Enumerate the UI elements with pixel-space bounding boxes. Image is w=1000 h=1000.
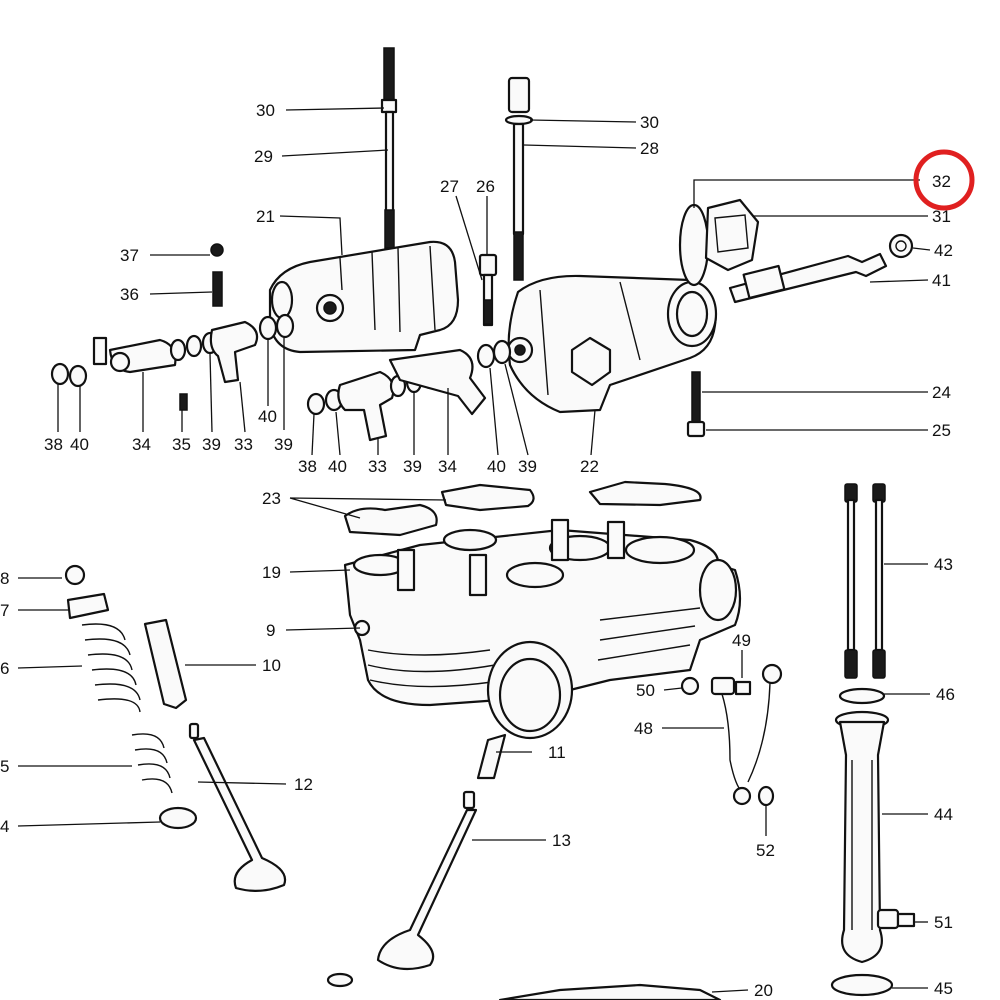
tube-44 xyxy=(830,687,916,997)
callout-23: 23 xyxy=(262,489,281,508)
shaft-41 xyxy=(728,233,914,304)
valve-parts xyxy=(64,564,478,988)
push-rods-43 xyxy=(844,483,886,679)
callout-31: 31 xyxy=(932,207,951,226)
callout-11: 11 xyxy=(548,743,566,762)
rocker-bracket-21 xyxy=(268,240,460,354)
stud-24 xyxy=(686,371,706,438)
callout-4: 4 xyxy=(0,817,9,836)
bolt-26 xyxy=(478,253,498,327)
highlight-ring xyxy=(913,149,975,211)
callout-35: 35 xyxy=(172,435,191,454)
callout-8: 8 xyxy=(0,569,9,588)
callout-20: 20 xyxy=(754,981,773,1000)
callout-24: 24 xyxy=(932,383,951,402)
gasket-20 xyxy=(498,983,722,1000)
callout-labels: 30 29 21 37 36 38 40 34 35 39 33 40 39 2… xyxy=(0,101,955,1000)
callout-38-right: 38 xyxy=(298,457,317,476)
pipe-48 xyxy=(680,663,783,807)
callout-40-far: 40 xyxy=(487,457,506,476)
callout-30-left: 30 xyxy=(256,101,275,120)
callout-29: 29 xyxy=(254,147,273,166)
callout-41: 41 xyxy=(932,271,951,290)
leader-lines xyxy=(17,107,931,993)
callout-46: 46 xyxy=(936,685,955,704)
callout-27: 27 xyxy=(440,177,459,196)
callout-6: 6 xyxy=(0,659,9,678)
callout-25: 25 xyxy=(932,421,951,440)
callout-26: 26 xyxy=(476,177,495,196)
callout-40-left: 40 xyxy=(70,435,89,454)
callout-28: 28 xyxy=(640,139,659,158)
callout-21: 21 xyxy=(256,207,275,226)
callout-50: 50 xyxy=(636,681,655,700)
long-stud-28 xyxy=(504,76,534,281)
callout-39-mid: 39 xyxy=(274,435,293,454)
long-stud-29 xyxy=(380,47,398,249)
callout-36: 36 xyxy=(120,285,139,304)
callout-34-left: 34 xyxy=(132,435,151,454)
callout-9: 9 xyxy=(266,621,275,640)
callout-51: 51 xyxy=(934,913,953,932)
callout-7: 7 xyxy=(0,601,9,620)
callout-49: 49 xyxy=(732,631,751,650)
callout-22: 22 xyxy=(580,457,599,476)
callout-52: 52 xyxy=(756,841,775,860)
callout-38-left: 38 xyxy=(44,435,63,454)
callout-39-left: 39 xyxy=(202,435,221,454)
callout-39-far: 39 xyxy=(518,457,537,476)
rocker-assembly-right xyxy=(306,339,512,442)
callout-10: 10 xyxy=(262,656,281,675)
callout-40-right: 40 xyxy=(328,457,347,476)
callout-44: 44 xyxy=(934,805,953,824)
callout-34-right: 34 xyxy=(438,457,457,476)
cap-31 xyxy=(678,198,760,287)
callout-45: 45 xyxy=(934,979,953,998)
callout-13: 13 xyxy=(552,831,571,850)
callout-30-right: 30 xyxy=(640,113,659,132)
callout-40-mid: 40 xyxy=(258,407,277,426)
callout-33-right: 33 xyxy=(368,457,387,476)
callout-48: 48 xyxy=(634,719,653,738)
rocker-bracket-22 xyxy=(506,274,718,414)
gaskets-23 xyxy=(343,480,702,537)
callout-12: 12 xyxy=(294,775,313,794)
cylinder-head xyxy=(343,518,742,780)
callout-42: 42 xyxy=(934,241,953,260)
callout-37: 37 xyxy=(120,246,139,265)
callout-33-left: 33 xyxy=(234,435,253,454)
callout-43: 43 xyxy=(934,555,953,574)
callout-32: 32 xyxy=(932,172,951,191)
rocker-assembly-left xyxy=(50,243,295,411)
callout-39-right: 39 xyxy=(403,457,422,476)
callout-19: 19 xyxy=(262,563,281,582)
callout-5: 5 xyxy=(0,757,9,776)
